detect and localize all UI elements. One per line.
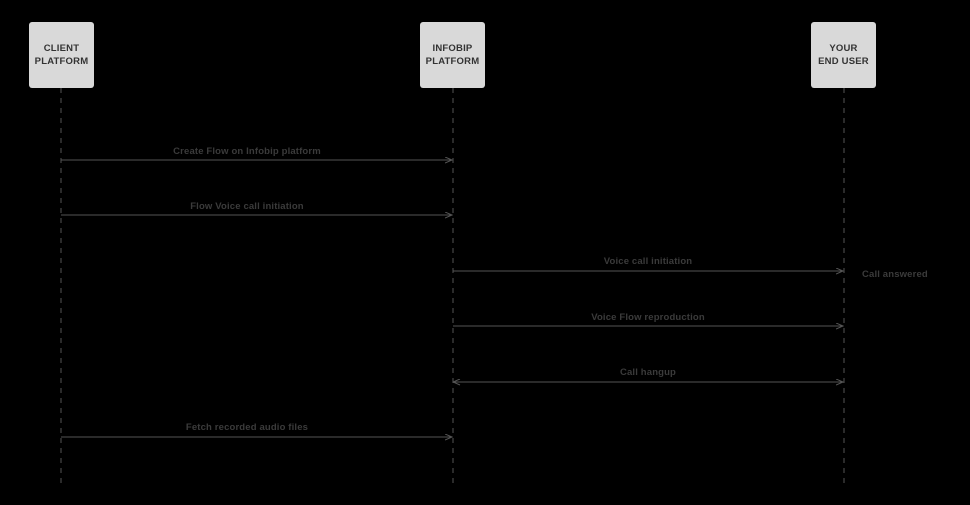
- note-call-answered: Call answered: [862, 269, 928, 280]
- message-label-voice-flow-reproduction: Voice Flow reproduction: [591, 312, 705, 323]
- actor-box-client[interactable]: CLIENT PLATFORM: [29, 22, 94, 88]
- message-label-fetch-recorded-audio-files: Fetch recorded audio files: [185, 422, 309, 433]
- actor-box-infobip[interactable]: INFOBIP PLATFORM: [420, 22, 485, 88]
- lifelines: [60, 88, 845, 486]
- message-label-flow-voice-call-initiation: Flow Voice call initiation: [190, 201, 304, 212]
- message-label-create-flow: Create Flow on Infobip platform: [173, 146, 321, 157]
- actor-box-enduser[interactable]: YOUR END USER: [811, 22, 876, 88]
- actor-label-enduser: YOUR END USER: [818, 43, 869, 67]
- message-label-voice-call-initiation: Voice call initiation: [603, 256, 693, 267]
- actor-label-infobip: INFOBIP PLATFORM: [425, 43, 480, 67]
- message-arrows: [61, 160, 843, 437]
- message-label-call-hangup: Call hangup: [619, 367, 677, 378]
- actor-label-client: CLIENT PLATFORM: [34, 43, 89, 67]
